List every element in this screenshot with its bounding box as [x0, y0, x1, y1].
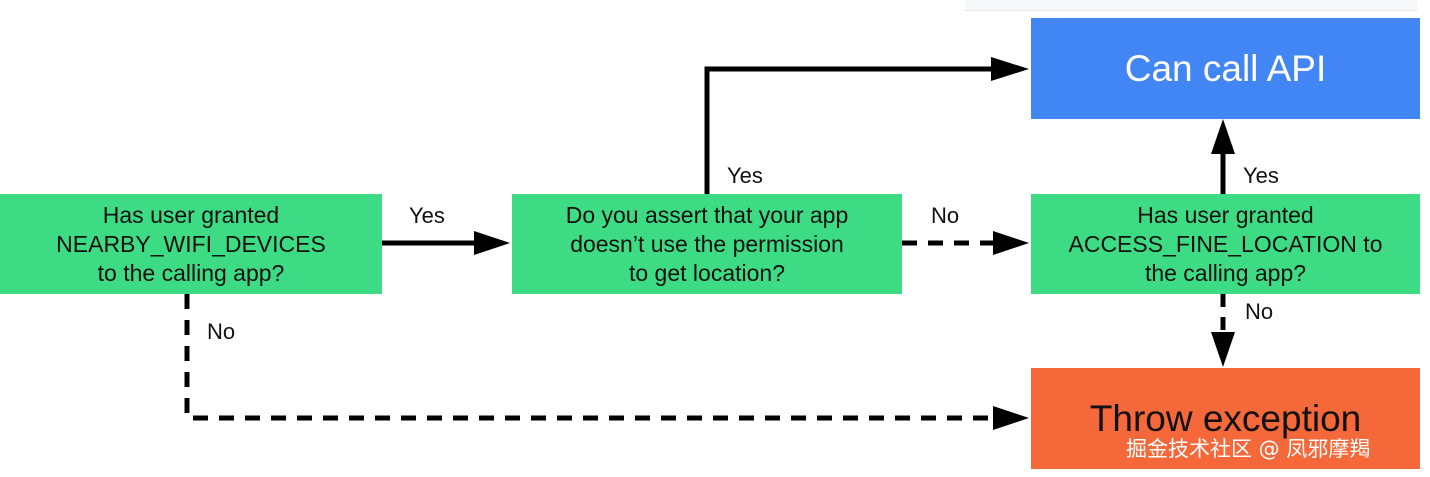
node-throw-exception-text: Throw exception	[1089, 397, 1362, 439]
arrowhead-icon	[1211, 332, 1235, 367]
edge-nearby-to-throw	[184, 294, 1029, 430]
edge-label-no: No	[1245, 299, 1274, 324]
edge-assert-to-fine	[902, 231, 1029, 255]
node-nearby-wifi-text: Has user granted NEARBY_WIFI_DEVICES to …	[56, 201, 326, 286]
edge-label-yes: Yes	[727, 163, 763, 188]
edge-label-no: No	[207, 319, 236, 344]
node-nearby-wifi-question: Has user granted NEARBY_WIFI_DEVICES to …	[0, 194, 382, 294]
node-can-call-api: Can call API	[1031, 18, 1420, 119]
arrowhead-icon	[993, 231, 1029, 255]
edge-label-yes: Yes	[1243, 163, 1279, 188]
node-assert-no-location-question: Do you assert that your app doesn’t use …	[512, 194, 902, 294]
node-assert-text: Do you assert that your app doesn’t use …	[565, 201, 849, 286]
edge-nearby-to-assert	[382, 231, 510, 255]
watermark-text: 掘金技术社区 @ 凤邪摩羯	[1126, 437, 1371, 461]
node-can-call-api-text: Can call API	[1124, 47, 1327, 89]
edge-label-yes: Yes	[409, 203, 445, 228]
node-fine-location-question: Has user granted ACCESS_FINE_LOCATION to…	[1031, 194, 1420, 294]
arrowhead-icon	[993, 406, 1029, 430]
edge-label-no: No	[931, 203, 960, 228]
node-throw-exception: Throw exception	[1031, 368, 1420, 469]
node-fine-location-text: Has user granted ACCESS_FINE_LOCATION to…	[1068, 201, 1383, 286]
arrowhead-icon	[991, 57, 1029, 81]
top-border-strip	[965, 0, 1417, 11]
arrowhead-icon	[474, 231, 510, 255]
edge-assert-to-can-call	[704, 57, 1029, 194]
edge-fine-to-can-call	[1211, 119, 1235, 194]
edge-fine-to-throw	[1211, 294, 1235, 367]
arrowhead-icon	[1211, 119, 1235, 154]
